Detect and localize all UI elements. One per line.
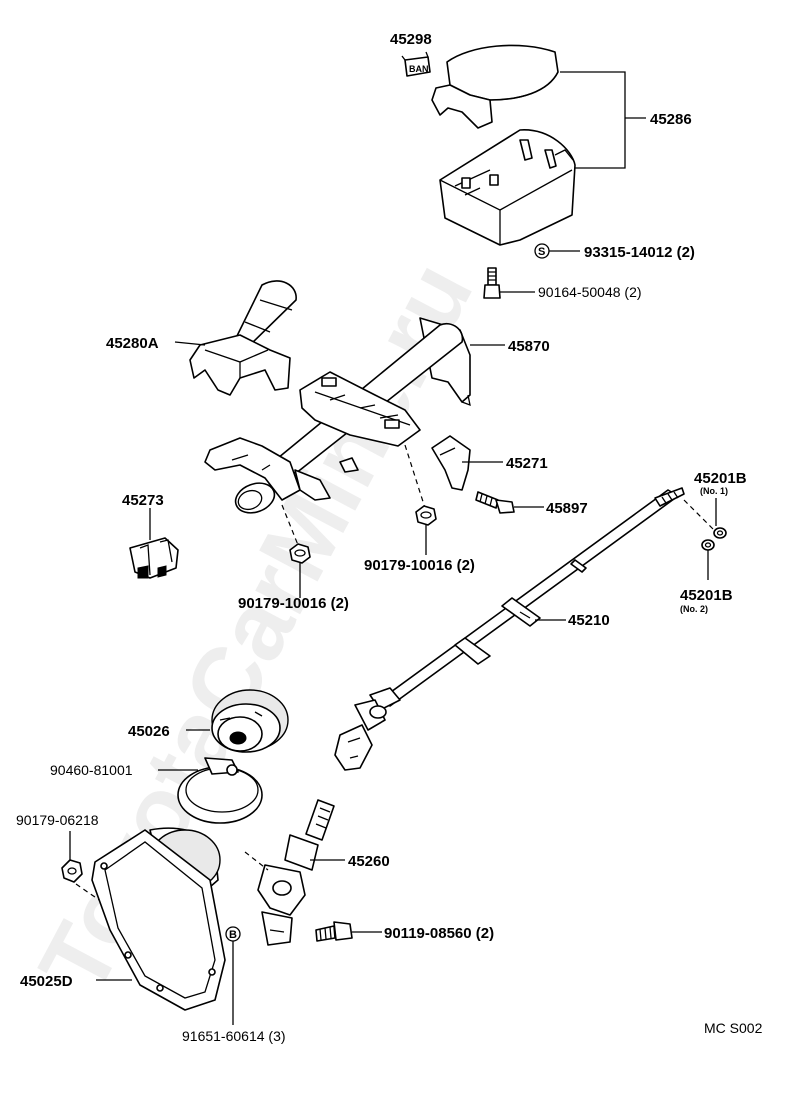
label-90164-50048: 90164-50048 (2)	[538, 284, 642, 300]
label-45201B-no1: 45201B	[694, 470, 747, 487]
label-90179-10016-a: 90179-10016 (2)	[238, 595, 349, 612]
part-90179-10016-nut-right	[415, 505, 437, 526]
label-45897: 45897	[546, 500, 588, 517]
label-45201B-no1-note: (No. 1)	[700, 486, 728, 496]
part-45260-intermediate-shaft	[257, 799, 335, 946]
label-45025D: 45025D	[20, 973, 73, 990]
label-45201B-no2: 45201B	[680, 587, 733, 604]
label-90119-08560: 90119-08560 (2)	[384, 925, 494, 942]
part-90460-clamp	[177, 757, 263, 824]
clip-text: BAN	[409, 64, 429, 74]
part-45025D-cover	[91, 827, 226, 1011]
label-45298: 45298	[390, 31, 432, 48]
label-45870: 45870	[508, 338, 550, 355]
label-93315-14012: 93315-14012 (2)	[584, 244, 695, 261]
part-90179-06218-nut	[61, 859, 83, 883]
part-45298-clip: BAN	[401, 51, 431, 77]
dash-45260-to-cover	[244, 851, 269, 871]
part-45286-upper-cover	[431, 44, 559, 129]
dash-to-ring-no1	[683, 499, 715, 531]
part-90179-10016-nut-left	[289, 543, 311, 564]
label-45210: 45210	[568, 612, 610, 629]
part-90164-screw	[483, 267, 501, 299]
dash-to-nut-right	[404, 444, 426, 509]
part-45870-column-tube	[204, 317, 471, 514]
part-45897-bolt	[475, 491, 515, 514]
part-45201B-ring-no1	[713, 527, 727, 539]
s-mark-text: S	[538, 246, 545, 258]
part-45210-main-shaft	[379, 487, 685, 707]
part-90119-bolt	[315, 921, 353, 942]
label-90460-81001: 90460-81001	[50, 762, 133, 778]
label-91651-60614: 91651-60614 (3)	[182, 1028, 286, 1044]
part-45273-bushing	[129, 537, 179, 579]
label-90179-10016-b: 90179-10016 (2)	[364, 557, 475, 574]
label-45026: 45026	[128, 723, 170, 740]
diagram-code: MC S002	[704, 1020, 763, 1036]
part-45280A-bracket	[189, 280, 297, 396]
label-45280A: 45280A	[106, 335, 159, 352]
dash-to-nut-left	[281, 504, 299, 546]
label-45260: 45260	[348, 853, 390, 870]
part-45026-boot	[211, 689, 289, 753]
label-45273: 45273	[122, 492, 164, 509]
leader-45280A	[174, 341, 206, 346]
part-45286-lower-cover	[439, 129, 576, 246]
label-45201B-no2-note: (No. 2)	[680, 604, 708, 614]
label-45286: 45286	[650, 111, 692, 128]
label-45271: 45271	[506, 455, 548, 472]
label-90179-06218: 90179-06218	[16, 812, 99, 828]
b-mark-text: B	[229, 929, 237, 941]
part-45210-u-joint	[334, 687, 401, 771]
part-45271-bracket	[431, 435, 471, 491]
bracket-45286	[560, 71, 626, 169]
part-45201B-ring-no2	[701, 539, 715, 551]
